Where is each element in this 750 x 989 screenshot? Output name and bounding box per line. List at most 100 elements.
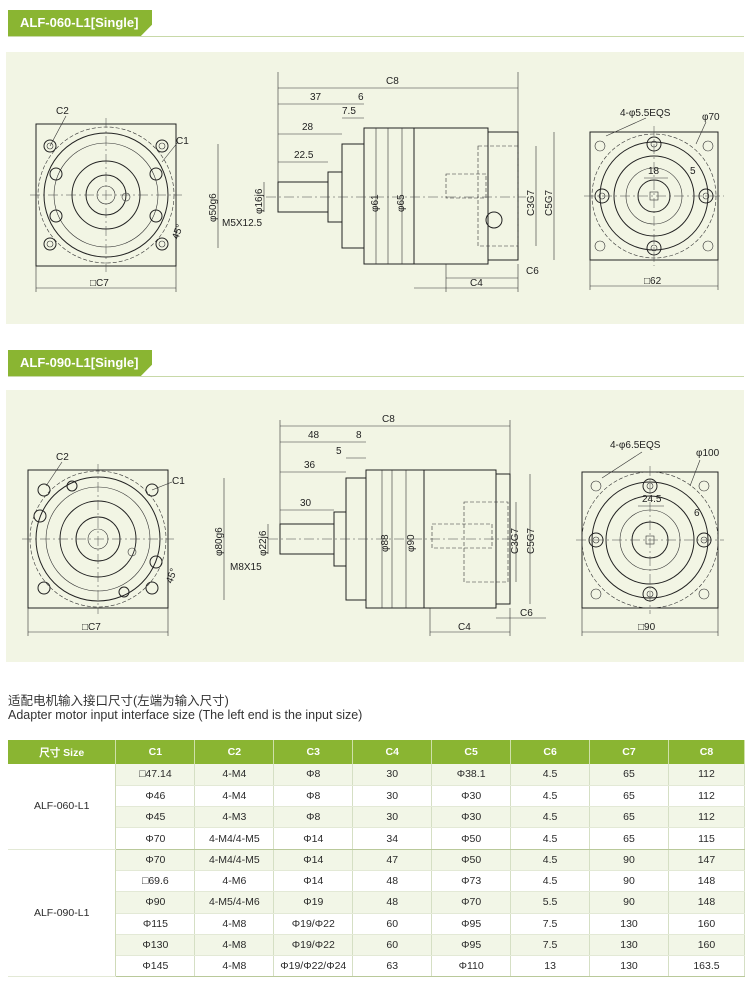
dim-holes: 4-φ6.5EQS: [610, 440, 661, 451]
dim-5: 5: [690, 166, 696, 177]
table-cell: 90: [589, 849, 669, 871]
dim-C5G7: C5G7: [544, 189, 555, 216]
dim-phi70: φ70: [702, 112, 720, 123]
col-size: 尺寸 Size: [8, 740, 117, 764]
section-title-060: ALF-060-L1[Single]: [8, 10, 153, 36]
table-cell: Φ14: [273, 870, 354, 893]
dim-8: 8: [356, 430, 362, 441]
section-divider: [8, 36, 744, 37]
table-cell: 90: [589, 891, 669, 914]
table-cell: 4.5: [510, 785, 591, 808]
table-cell: Φ50: [431, 827, 512, 850]
dim-C8: C8: [382, 414, 395, 425]
table-cell: 4-M3: [194, 806, 275, 829]
dim-62: □62: [644, 276, 662, 287]
table-cell: Φ130: [115, 934, 196, 957]
table-cell: 4-M8: [194, 955, 275, 978]
table-cell: Φ14: [273, 849, 354, 871]
table-cell: Φ8: [273, 806, 354, 829]
table-header-row: 尺寸 Size C1 C2 C3 C4 C5 C6 C7 C8: [8, 740, 746, 764]
table-cell: 90: [589, 870, 669, 893]
col-C6: C6: [510, 740, 591, 764]
table-cell: Φ19/Φ22: [273, 934, 354, 957]
table-cell: 148: [668, 870, 746, 893]
dim-C3G7: C3G7: [526, 189, 537, 216]
table-cell: Φ50: [431, 849, 512, 871]
table-cell: Φ19/Φ22/Φ24: [273, 955, 354, 978]
section-divider: [8, 376, 744, 377]
table-cell: 130: [589, 934, 669, 957]
table-cell: Φ30: [431, 785, 512, 808]
table-cell: 30: [352, 785, 433, 808]
table-cell: 4.5: [510, 764, 591, 786]
output-flange-view: 4-φ5.5EQS φ70 18 5 □62: [584, 108, 724, 290]
table-cell: 112: [668, 764, 746, 786]
table-cell: Φ145: [115, 955, 196, 978]
table-cell: Φ19: [273, 891, 354, 914]
table-cell: 60: [352, 934, 433, 957]
table-cell: 4-M6: [194, 870, 275, 893]
table-cell: Φ8: [273, 785, 354, 808]
col-C7: C7: [589, 740, 669, 764]
dim-phi90: φ90: [406, 534, 417, 552]
table-cell: 160: [668, 913, 746, 935]
table-cell: 7.5: [510, 913, 591, 935]
dim-C7: □C7: [90, 278, 109, 289]
dim-C6: C6: [520, 608, 533, 619]
dim-C6: C6: [526, 266, 539, 277]
table-cell: Φ90: [115, 891, 196, 914]
table-cell: 4-M8: [194, 913, 275, 935]
section-title-090: ALF-090-L1[Single]: [8, 350, 153, 376]
table-cell: 4-M4: [194, 764, 275, 786]
dim-36: 36: [304, 460, 316, 471]
table-cell: 4.5: [510, 827, 591, 850]
table-cell: Φ70: [115, 849, 196, 871]
col-C3: C3: [273, 740, 354, 764]
table-cell: 160: [668, 934, 746, 957]
table-cell: Φ115: [115, 913, 196, 935]
table-cell: 4-M4/4-M5: [194, 849, 275, 871]
dim-45deg: 45°: [170, 223, 186, 241]
table-cell: 4-M4/4-M5: [194, 827, 275, 850]
dim-48: 48: [308, 430, 320, 441]
dim-M8X15: M8X15: [230, 562, 262, 573]
input-flange-view: C2 C1 45° □C7: [22, 452, 185, 636]
col-C2: C2: [194, 740, 275, 764]
dim-6: 6: [694, 508, 700, 519]
table-cell: Φ110: [431, 955, 512, 978]
caption-chinese: 适配电机输入接口尺寸(左端为输入尺寸): [8, 694, 229, 708]
table-cell: 112: [668, 806, 746, 829]
dim-phi65: φ65: [396, 194, 407, 212]
table-cell: 130: [589, 955, 669, 978]
table-cell: 34: [352, 827, 433, 850]
drawing-panel-090: C2 C1 45° □C7: [6, 390, 744, 662]
dim-6: 6: [358, 92, 364, 103]
table-cell: 65: [589, 827, 669, 850]
table-cell: 48: [352, 891, 433, 914]
dim-phi22j6: φ22j6: [258, 530, 269, 556]
dim-90: □90: [638, 622, 656, 633]
side-section-view: C8 37 6 7.5 28 22.5 φ50g6 φ16j6 M5X12.5 …: [208, 72, 555, 292]
technical-drawing-090: C2 C1 45° □C7: [22, 414, 724, 636]
spec-table: 尺寸 Size C1 C2 C3 C4 C5 C6 C7 C8 ALF-060-…: [8, 740, 746, 978]
dim-45deg: 45°: [164, 567, 180, 585]
dim-C2: C2: [56, 452, 69, 463]
dim-M5X12-5: M5X12.5: [222, 218, 262, 229]
table-cell: Φ95: [431, 934, 512, 957]
table-cell: Φ8: [273, 764, 354, 786]
output-flange-view: 4-φ6.5EQS φ100 24.5 6 □90: [576, 440, 724, 636]
table-cell: 48: [352, 870, 433, 893]
dim-C4: C4: [458, 622, 471, 633]
dim-C8: C8: [386, 76, 399, 87]
dim-C3G7: C3G7: [510, 527, 521, 554]
dim-30: 30: [300, 498, 312, 509]
